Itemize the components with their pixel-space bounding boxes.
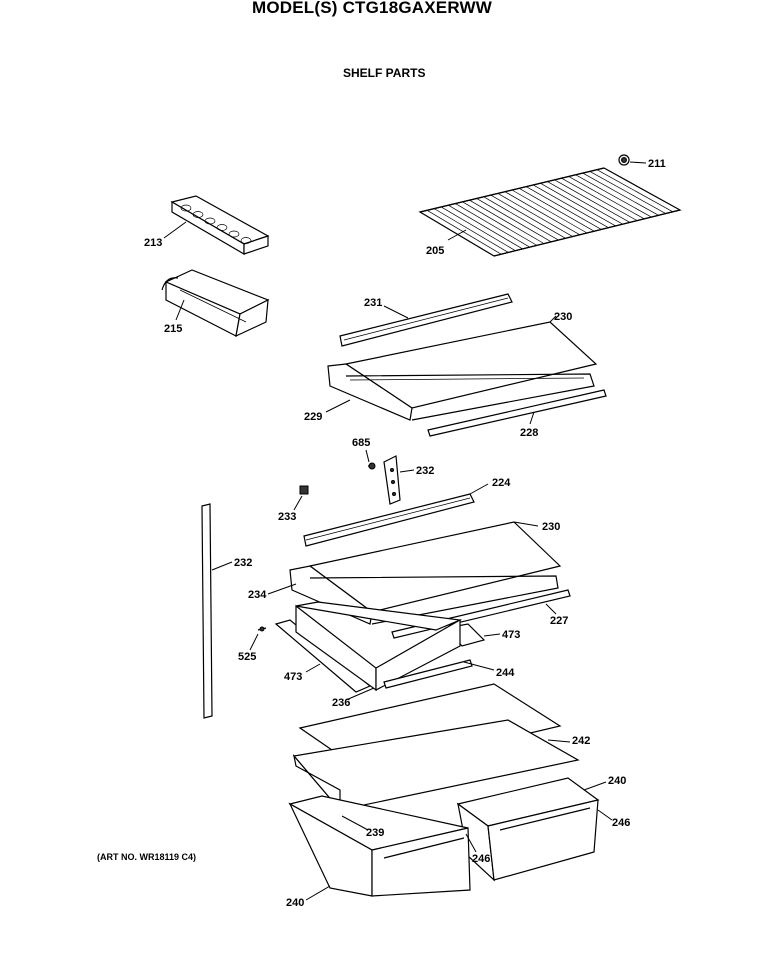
- callout-244: 244: [496, 667, 515, 679]
- wire-rod: [426, 210, 502, 255]
- wire-rod: [596, 169, 674, 213]
- callout-231: 231: [364, 297, 382, 309]
- wire-rod: [525, 186, 602, 230]
- part-211-cap: [618, 154, 647, 166]
- part-240-crisper-left: [288, 795, 477, 901]
- wire-rod: [568, 176, 645, 220]
- callout-230a: 230: [554, 311, 572, 323]
- wire-rod: [483, 196, 559, 241]
- section-title: SHELF PARTS: [343, 66, 426, 80]
- wire-rod: [497, 193, 573, 237]
- wire-rod: [603, 167, 681, 211]
- part-231-trim: [339, 293, 513, 347]
- callout-232a: 232: [416, 465, 434, 477]
- callout-234: 234: [248, 589, 267, 601]
- part-685-screw: [365, 449, 376, 470]
- callout-473b: 473: [284, 671, 302, 683]
- tray-cell: [204, 217, 216, 225]
- callout-240a: 240: [608, 775, 626, 787]
- part-233-clip: [293, 485, 309, 511]
- tray-cell: [240, 237, 252, 244]
- part-213-ice-tray: [163, 195, 270, 256]
- wire-rod: [540, 182, 616, 227]
- callout-246a: 246: [612, 817, 630, 829]
- wire-rod: [589, 171, 666, 214]
- callout-232b: 232: [234, 557, 252, 569]
- tray-cell: [228, 230, 240, 238]
- wire-rod: [469, 199, 545, 244]
- tray-cell: [192, 211, 204, 218]
- callout-239: 239: [366, 827, 384, 839]
- callout-685: 685: [352, 437, 370, 449]
- wire-rod: [533, 184, 609, 228]
- part-244-trim: [383, 659, 495, 689]
- wire-rod: [433, 208, 509, 253]
- wire-rod: [561, 177, 638, 221]
- wire-rod: [518, 188, 595, 232]
- callout-205: 205: [426, 245, 444, 257]
- wire-rod: [582, 172, 659, 216]
- wire-rod: [455, 203, 530, 248]
- callout-230b: 230: [542, 521, 560, 533]
- part-232-rail-long: [201, 503, 233, 719]
- tray-cell: [216, 224, 228, 231]
- part-242-crisper-cover: [292, 683, 580, 812]
- callout-236: 236: [332, 697, 350, 709]
- part-525-screw: [249, 626, 267, 651]
- wire-rod: [547, 181, 623, 225]
- wire-rod: [476, 198, 552, 243]
- wire-rod: [419, 211, 495, 257]
- callout-240b: 240: [286, 897, 304, 909]
- wire-rod: [575, 174, 652, 218]
- callout-227: 227: [550, 615, 568, 627]
- part-240-crisper-right: [456, 777, 613, 882]
- part-228-front-trim: [427, 389, 607, 437]
- art-number: (ART NO. WR18119 C4): [97, 852, 197, 862]
- callout-233: 233: [278, 511, 296, 523]
- wire-rod: [511, 189, 588, 234]
- part-229-frame: [325, 363, 595, 421]
- wire-rod: [490, 194, 566, 239]
- part-205-wire-shelf: [418, 167, 682, 257]
- callout-228: 228: [520, 427, 538, 439]
- callout-213: 213: [144, 237, 162, 249]
- wire-rod: [504, 191, 581, 236]
- wire-rod: [554, 179, 631, 223]
- callout-224: 224: [492, 477, 511, 489]
- callout-242: 242: [572, 735, 590, 747]
- page-title: MODEL(S) CTG18GAXERWW: [252, 0, 493, 17]
- callout-229: 229: [304, 411, 322, 423]
- wire-rod: [441, 206, 516, 251]
- part-236-drawer: [295, 601, 463, 701]
- part-232-bracket-short: [383, 455, 415, 505]
- callout-211: 211: [648, 158, 666, 170]
- part-224-trim: [303, 483, 489, 547]
- wire-rod: [462, 201, 538, 246]
- tray-cell: [180, 204, 192, 212]
- callout-473a: 473: [502, 629, 520, 641]
- wire-rod: [448, 204, 523, 250]
- callout-215: 215: [164, 323, 182, 335]
- part-215-bin: [161, 269, 270, 338]
- callout-246b: 246: [472, 853, 490, 865]
- callout-525: 525: [238, 651, 256, 663]
